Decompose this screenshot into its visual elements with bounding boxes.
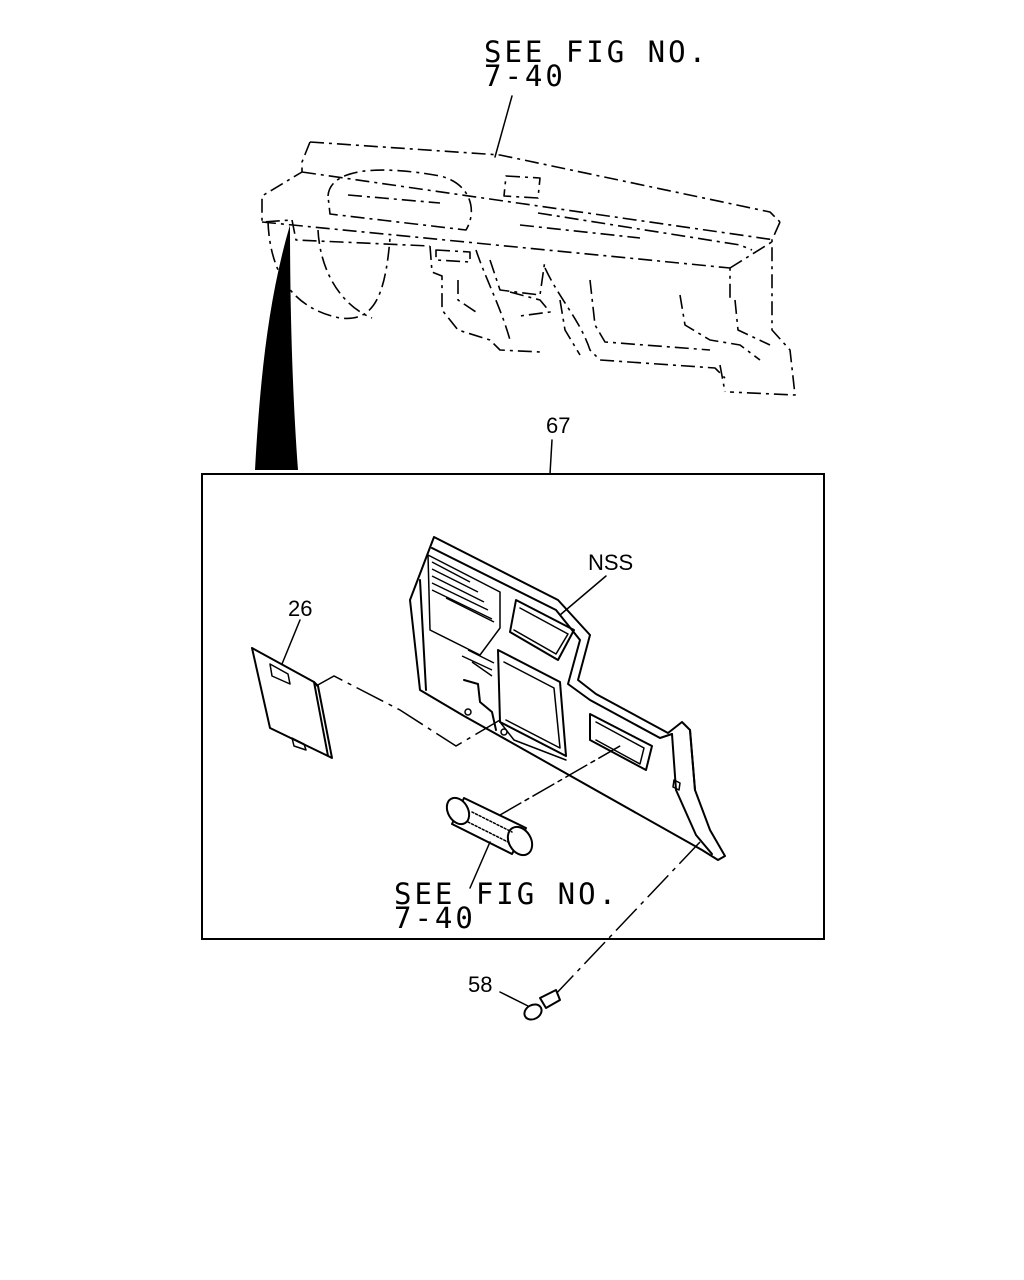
- bottom-reference-line1: SEE FIG NO.: [394, 877, 619, 911]
- bolt-part-58: [523, 989, 561, 1021]
- bolt-phantom-line: [551, 841, 701, 999]
- top-reference-line1: SEE FIG NO.: [484, 35, 709, 69]
- part-26-label: 26: [288, 596, 312, 621]
- part-nss-label: NSS: [588, 550, 633, 575]
- part-nss-leader: [559, 575, 607, 616]
- part-58-label: 58: [468, 972, 492, 997]
- detail-frame: [201, 473, 825, 940]
- part-67-leader: [549, 439, 553, 475]
- detail-pointer-wedge: [255, 225, 298, 470]
- dashboard-assembly-phantom: [261, 141, 796, 396]
- bottom-reference-leader: [469, 841, 491, 889]
- glove-box-lid-part-26: [251, 647, 333, 759]
- top-reference-line2: 7-40: [484, 59, 566, 93]
- lower-panel-nss: [409, 536, 726, 861]
- part-58-leader: [499, 991, 529, 1007]
- part-26-leader: [281, 619, 301, 665]
- duct-cylinder: [445, 796, 534, 857]
- cylinder-leader: [499, 745, 621, 816]
- part-67-label: 67: [546, 413, 570, 438]
- lid-phantom-link: [315, 675, 501, 747]
- bottom-reference-line2: 7-40: [394, 901, 476, 935]
- top-reference-leader: [494, 95, 513, 158]
